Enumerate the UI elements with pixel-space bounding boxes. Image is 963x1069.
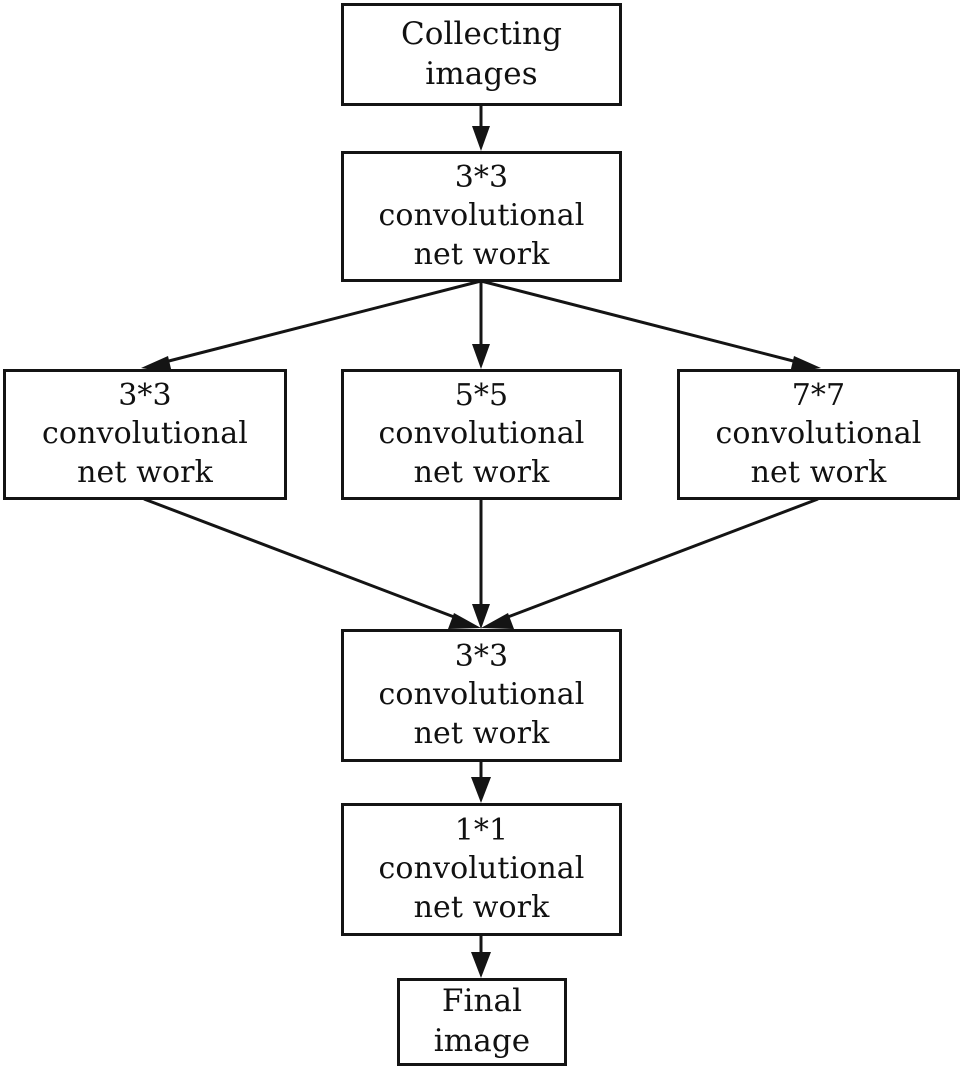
node-conv-3x3-merge[interactable]: 3*3 convolutional net work xyxy=(341,629,622,762)
node-final-image[interactable]: Final image xyxy=(397,978,567,1066)
node-collecting-images[interactable]: Collecting images xyxy=(341,3,622,106)
node-conv-1x1[interactable]: 1*1 convolutional net work xyxy=(341,803,622,936)
node-conv-7x7-right[interactable]: 7*7 convolutional net work xyxy=(677,369,960,500)
edge-conv5x5mid-to-conv3x3merge xyxy=(472,499,490,629)
edge-conv7x7right-to-conv3x3merge xyxy=(481,497,819,629)
node-conv-3x3-left[interactable]: 3*3 convolutional net work xyxy=(3,369,287,500)
edge-conv3x3top-to-conv7x7right xyxy=(480,279,821,373)
edge-conv3x3top-to-conv3x3left xyxy=(141,279,482,373)
node-conv-5x5-middle[interactable]: 5*5 convolutional net work xyxy=(341,369,622,500)
node-conv-3x3-top[interactable]: 3*3 convolutional net work xyxy=(341,151,622,282)
edge-conv1x1-to-final xyxy=(471,935,491,978)
edge-conv3x3merge-to-conv1x1 xyxy=(471,761,491,803)
edge-conv3x3top-to-conv5x5mid xyxy=(472,281,490,369)
edge-collect-to-conv3x3top xyxy=(472,105,490,151)
edge-conv3x3left-to-conv3x3merge xyxy=(143,497,481,629)
